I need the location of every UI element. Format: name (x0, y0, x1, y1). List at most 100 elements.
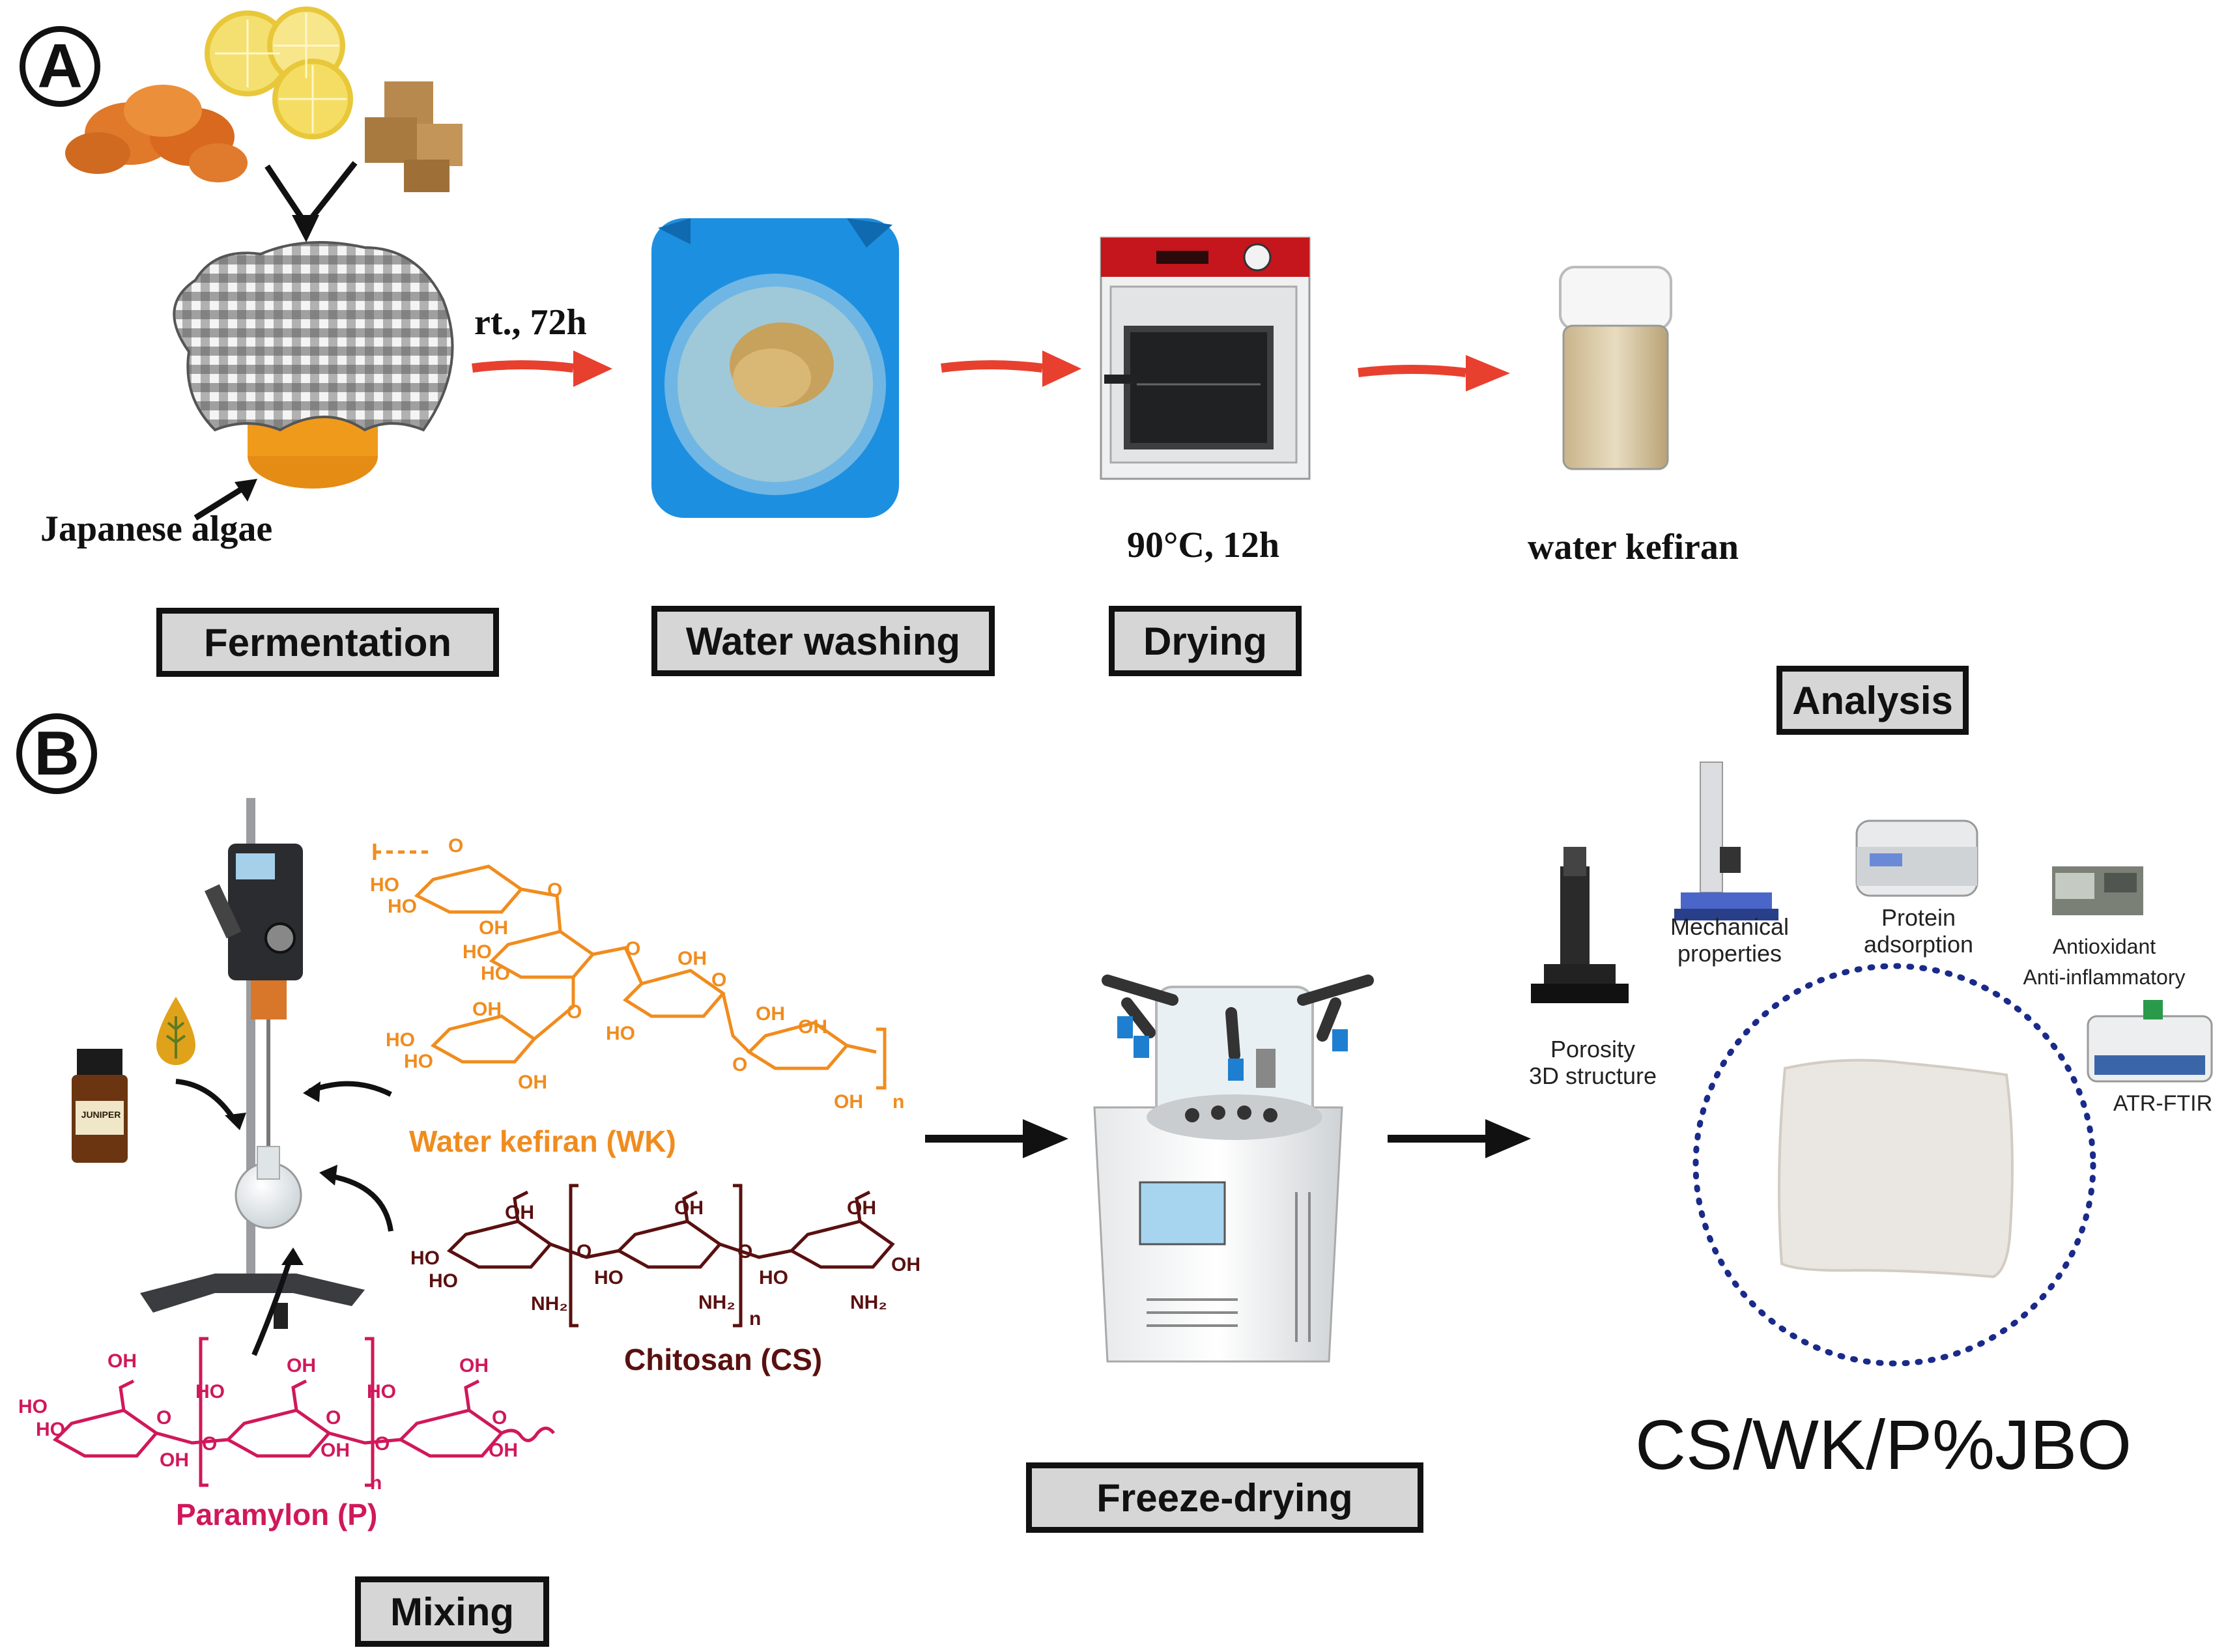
paramylon-oh-2: OH (160, 1449, 189, 1471)
chitosan-ho-3: HO (594, 1267, 623, 1289)
ftir-instrument-image (2087, 1000, 2213, 1083)
chitosan-ho-4: HO (759, 1267, 788, 1289)
chitosan-o-2: O (737, 1241, 753, 1262)
mechanical-label: Mechanical properties (1655, 913, 1805, 967)
protein-line-1: Protein (1881, 904, 1956, 931)
kefiran-o-2: O (547, 879, 563, 901)
kefiran-o-1: O (448, 835, 464, 857)
kefiran-ho-3: HO (463, 941, 492, 963)
juniper-oil-bottle-image (72, 1049, 128, 1163)
chitosan-ho-1: HO (410, 1247, 440, 1269)
kefiran-n: n (892, 1091, 905, 1113)
kefiran-oh-3: OH (472, 999, 502, 1020)
protein-analyzer-image (1855, 819, 1978, 897)
chitosan-o-1: O (577, 1241, 592, 1262)
paramylon-oh-5: OH (459, 1355, 489, 1376)
mechanical-line-1: Mechanical (1670, 913, 1790, 940)
protein-label: Protein adsorption (1844, 904, 1993, 958)
paramylon-oh-1: OH (107, 1350, 137, 1372)
porosity-line-1: Porosity (1550, 1036, 1636, 1062)
kefiran-oh-5: OH (756, 1003, 785, 1025)
paramylon-oh-6: OH (489, 1440, 518, 1461)
brown-sugar-cubes-image (365, 81, 463, 192)
water-kefiran-name: Water kefiran (WK) (409, 1124, 676, 1158)
paramylon-o-2: O (202, 1433, 218, 1455)
scaffold-dotted-circle (1692, 963, 2096, 1367)
chitosan-n: n (749, 1308, 762, 1330)
chitosan-nh2-3: NH₂ (850, 1292, 887, 1313)
step-drying: Drying (1109, 606, 1302, 676)
paramylon-ho-2: HO (36, 1419, 65, 1440)
chitosan-nh2-2: NH₂ (698, 1292, 735, 1313)
paramylon-oh-4: OH (321, 1440, 350, 1461)
kefiran-ho-4: HO (481, 963, 510, 984)
kefiran-o-3: O (625, 938, 641, 960)
water-kefiran-jar-image (1559, 266, 1672, 470)
paramylon-oh-3: OH (287, 1355, 316, 1376)
step-fermentation: Fermentation (156, 608, 499, 677)
water-washing-bowl-image (651, 218, 899, 518)
scaffold-sponge-image (1778, 1059, 2014, 1279)
panel-b-badge: B (16, 713, 97, 794)
red-arrow-1 (472, 350, 612, 387)
antioxidant-label: Antioxidant Anti-inflammatory (1993, 935, 2215, 990)
step-water-washing: Water washing (651, 606, 995, 676)
chitosan-oh-2: OH (674, 1197, 704, 1219)
water-kefiran-product-label: water kefiran (1528, 527, 1739, 567)
kefiran-ho-7: HO (606, 1023, 635, 1044)
mixing-arrowheads (225, 1081, 337, 1265)
paramylon-structure (52, 1337, 555, 1487)
kefiran-o-6: O (732, 1054, 748, 1075)
kefiran-ho-1: HO (370, 874, 399, 896)
spectrophotometer-image (2052, 866, 2143, 915)
kefiran-oh-6: OH (798, 1016, 827, 1038)
kefiran-ho-6: HO (404, 1051, 433, 1072)
oil-drop-icon (156, 997, 195, 1065)
product-name: CS/WK/P%JBO (1635, 1405, 2132, 1484)
kefiran-ho-2: HO (388, 896, 417, 917)
freeze-dryer-image (1093, 975, 1374, 1363)
kefiran-oh-1: OH (479, 917, 508, 939)
paramylon-o-5: O (492, 1407, 507, 1429)
water-kefiran-structure (373, 844, 887, 1090)
algae-pointer-arrowhead (235, 479, 257, 502)
japanese-algae-label: Japanese algae (40, 509, 273, 549)
step-mixing: Mixing (355, 1576, 549, 1647)
step-freeze-drying: Freeze-drying (1026, 1462, 1423, 1533)
chitosan-oh-4: OH (891, 1254, 920, 1275)
porosity-label: Porosity 3D structure (1518, 1036, 1668, 1090)
arrow-to-freeze-drying (925, 1119, 1068, 1158)
kefiran-o-4: O (711, 969, 727, 991)
lemon-slices-image (205, 7, 353, 139)
paramylon-o-3: O (326, 1407, 341, 1429)
red-arrow-3 (1358, 355, 1510, 392)
drying-oven-image (1100, 236, 1311, 480)
paramylon-ho-1: HO (18, 1396, 48, 1417)
antioxidant-line-1: Antioxidant (2052, 935, 2156, 958)
antioxidant-line-2: Anti-inflammatory (2023, 965, 2186, 989)
tensile-tester-image (1674, 762, 1778, 920)
red-arrow-2 (941, 350, 1081, 387)
panel-a-badge: A (20, 26, 100, 107)
drying-condition: 90°C, 12h (1127, 525, 1279, 565)
overhead-stirrer-image (140, 798, 365, 1329)
porosity-line-2: 3D structure (1528, 1062, 1657, 1090)
paramylon-ho-4: HO (367, 1381, 396, 1403)
paramylon-o-4: O (375, 1433, 390, 1455)
chitosan-structure (446, 1184, 895, 1328)
mechanical-line-2: properties (1677, 940, 1782, 967)
chitosan-nh2-1: NH₂ (531, 1293, 568, 1315)
chitosan-ho-2: HO (429, 1270, 458, 1292)
ingredients-arrowhead (292, 215, 319, 242)
juniper-bottle-label: JUNIPER (81, 1109, 121, 1120)
kefiran-ho-5: HO (386, 1029, 415, 1051)
paramylon-ho-3: HO (195, 1381, 225, 1403)
chitosan-name: Chitosan (CS) (624, 1343, 823, 1376)
fermentation-jar-image (173, 241, 454, 489)
paramylon-name: Paramylon (P) (176, 1498, 378, 1531)
fermentation-condition: rt., 72h (474, 302, 587, 343)
kefiran-oh-2: OH (678, 948, 707, 969)
paramylon-n: n (370, 1472, 382, 1494)
